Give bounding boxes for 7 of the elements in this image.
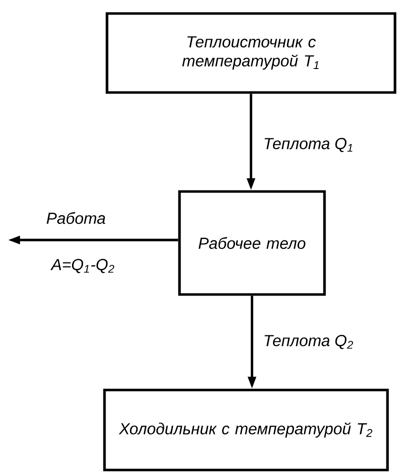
edge-label: Теплота Q$_{1}$ <box>264 138 352 152</box>
edge-label: Теплота Q$_{2}$ <box>264 334 354 350</box>
process-box: Теплоисточник с температурой T$_{1}$ <box>106 12 396 94</box>
process-box: Холодильник с температурой T$_{2}$ <box>103 388 389 472</box>
process-box: Рабочее тело <box>178 190 326 296</box>
edge-label: Работа <box>46 212 106 224</box>
formula-label: A=Q$_{1}$-Q$_{2}$ <box>50 258 114 274</box>
